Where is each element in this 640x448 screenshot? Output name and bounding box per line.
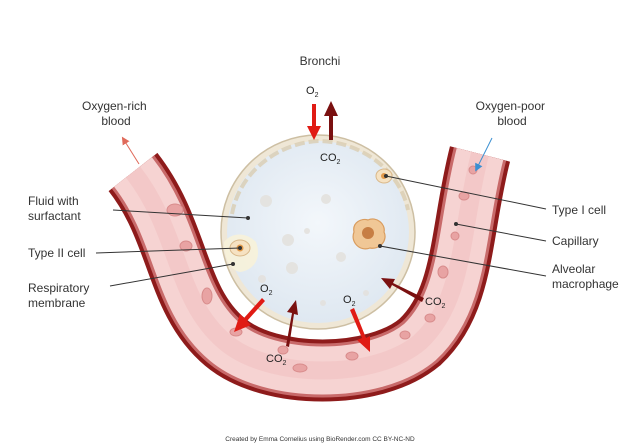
type-ii-cell-label: Type II cell <box>28 246 85 260</box>
fluid-line-1: Fluid with <box>28 194 79 208</box>
o2-label-left: O2 <box>260 283 273 297</box>
respiratory-membrane-label: Respiratory membrane <box>28 281 93 310</box>
leader-dots <box>231 174 458 266</box>
alveolus <box>220 134 416 330</box>
co2-label-top: CO2 <box>320 152 341 166</box>
oxygen-rich-line-2: blood <box>101 114 130 128</box>
co2-label-bottom: CO2 <box>266 353 287 367</box>
alveolar-macrophage-label: Alveolar macrophage <box>552 262 619 291</box>
blood-flow-arrows <box>121 136 493 172</box>
capillary-label: Capillary <box>552 234 599 248</box>
oxygen-poor-line-1: Oxygen-poor <box>476 99 545 113</box>
oxygen-poor-line-2: blood <box>497 114 526 128</box>
o2-label-right: O2 <box>343 294 356 308</box>
fluid-line-2: surfactant <box>28 209 81 223</box>
o2-label-top: O2 <box>306 85 319 99</box>
bronchi-gas-arrows <box>307 101 338 140</box>
oxygen-rich-line-1: Oxygen-rich <box>82 99 147 113</box>
oxygen-rich-label: Oxygen-rich blood <box>82 99 150 128</box>
macrophage-line-2: macrophage <box>552 277 619 291</box>
type-i-cell-label: Type I cell <box>552 203 606 217</box>
leader-lines <box>95 175 547 287</box>
bronchi-label: Bronchi <box>300 54 341 68</box>
capillary-vessel <box>108 146 511 402</box>
alveolar-macrophage <box>352 218 386 250</box>
membrane-line-2: membrane <box>28 296 86 310</box>
membrane-line-1: Respiratory <box>28 281 89 295</box>
fluid-surfactant-label: Fluid with surfactant <box>28 194 82 223</box>
co2-label-right: CO2 <box>425 296 446 310</box>
oxygen-poor-label: Oxygen-poor blood <box>476 99 549 128</box>
exchange-arrows <box>234 278 424 352</box>
credit-text: Created by Emma Cornelius using BioRende… <box>225 436 415 443</box>
macrophage-line-1: Alveolar <box>552 262 595 276</box>
